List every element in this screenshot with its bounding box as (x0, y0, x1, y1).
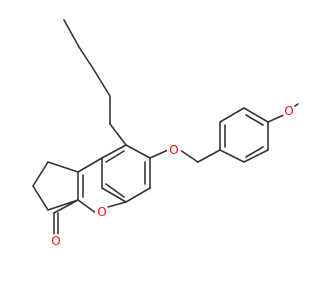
bond (93, 69, 111, 97)
bond (243, 107, 269, 123)
bond (63, 19, 80, 48)
bond (78, 46, 95, 71)
bond (32, 185, 49, 211)
bond (179, 149, 199, 163)
bond (125, 187, 151, 203)
bond (107, 201, 127, 208)
bond (101, 144, 127, 159)
bond (77, 157, 103, 173)
atom-label-background (95, 205, 109, 219)
atom-labels: O O O O (49, 104, 296, 248)
bond (245, 114, 264, 126)
bonds (32, 19, 299, 236)
oxygen-ring-label: O (97, 205, 106, 219)
bond (47, 161, 79, 173)
oxygen-carbonyl-label: O (51, 234, 60, 248)
bond (245, 146, 264, 158)
oxygen-ether-label: O (169, 143, 178, 157)
bond (105, 150, 125, 163)
bond (219, 107, 245, 123)
bond (149, 149, 169, 159)
atom-label-background (282, 104, 296, 118)
bond (101, 187, 127, 203)
bond (47, 199, 79, 211)
atom-label-background (49, 234, 63, 248)
bond (32, 161, 49, 187)
bond (109, 123, 127, 146)
bond (219, 149, 245, 163)
atom-label-background (167, 143, 181, 157)
bond (243, 149, 269, 163)
bond (105, 183, 125, 198)
bond (197, 149, 221, 163)
bond (77, 199, 97, 214)
bond (267, 113, 287, 123)
oxygen-methoxy-label: O (284, 104, 293, 118)
molecule-structure-diagram: O O O O (32, 19, 299, 248)
bond (125, 144, 151, 159)
